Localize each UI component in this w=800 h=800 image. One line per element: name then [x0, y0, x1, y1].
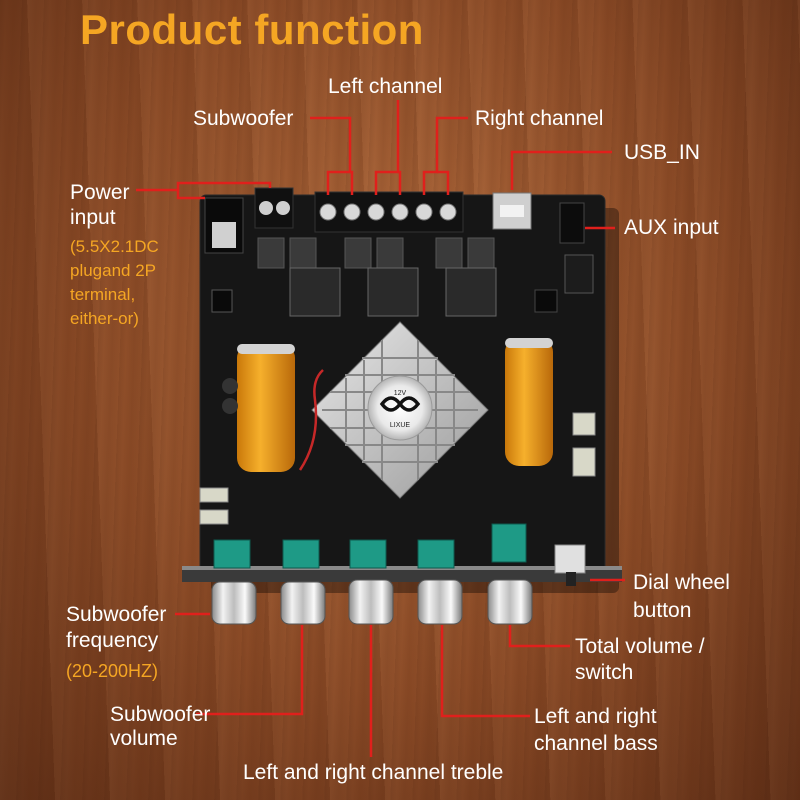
note-power-1: (5.5X2.1DC: [70, 237, 159, 256]
label-right-channel: Right channel: [475, 107, 604, 130]
cooling-fan: [367, 375, 433, 441]
label-lr-bass-1: Left and right: [534, 705, 657, 728]
label-left-channel: Left channel: [328, 75, 443, 98]
fan-label: 12V: [394, 390, 407, 397]
label-sub-frequency-2: frequency: [66, 629, 159, 652]
aux-port: [559, 202, 585, 244]
fan-brand: LIXUE: [390, 422, 411, 429]
label-total-volume-2: switch: [575, 661, 634, 684]
label-sub-frequency-1: Subwoofer: [66, 603, 167, 626]
speaker-terminals: [314, 191, 464, 233]
label-lr-treble: Left and right channel treble: [243, 761, 504, 784]
label-subwoofer: Subwoofer: [193, 107, 294, 130]
label-dial-wheel-2: button: [633, 599, 692, 622]
note-power-3: terminal,: [70, 285, 136, 304]
label-sub-volume-2: volume: [110, 727, 178, 750]
potentiometers: [213, 523, 527, 569]
label-sub-volume-1: Subwoofer: [110, 703, 211, 726]
dial-wheel: [554, 544, 586, 574]
label-lr-bass-2: channel bass: [534, 732, 658, 755]
label-power-input-1: Power: [70, 181, 130, 204]
label-power-input-2: input: [70, 206, 116, 229]
bluetooth-module: [564, 254, 594, 294]
capacitor-right: [505, 338, 553, 466]
note-power-4: either-or): [70, 309, 139, 328]
label-total-volume-1: Total volume /: [575, 635, 705, 658]
page-title: Product function: [80, 6, 424, 53]
label-dial-wheel-1: Dial wheel: [633, 571, 730, 594]
note-power-2: plugand 2P: [70, 261, 157, 280]
note-sub-frequency-range: (20-200HZ): [66, 661, 159, 681]
capacitor-left: [237, 344, 295, 472]
label-aux-input: AUX input: [624, 216, 719, 239]
label-usb-in: USB_IN: [624, 141, 700, 164]
knobs: [211, 579, 533, 625]
